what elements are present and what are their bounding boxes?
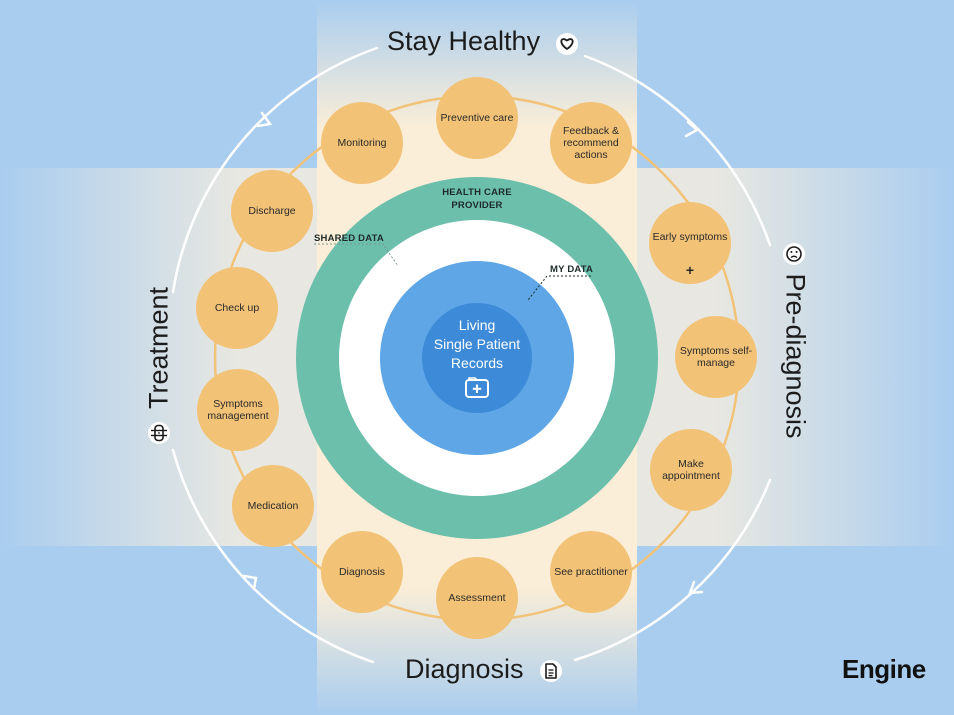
- step-label: Monitoring: [337, 137, 387, 149]
- my-data-label: MY DATA: [550, 264, 594, 275]
- step-label: Medication: [247, 500, 299, 512]
- brand-logo: Engine: [842, 654, 926, 684]
- step-label: Feedback & recommend actions: [562, 125, 620, 161]
- patient-records-core: [422, 303, 532, 413]
- step-node-1: [550, 102, 632, 184]
- step-label: Symptoms management: [207, 398, 269, 422]
- step-node-4: [650, 429, 732, 511]
- cycle-arrows: [171, 46, 772, 664]
- document-icon: [540, 660, 562, 682]
- step-node-7: [321, 531, 403, 613]
- step-label: Early symptoms: [652, 231, 728, 243]
- center-line-2: Single Patient: [433, 336, 521, 352]
- step-node-11: [231, 170, 313, 252]
- my-data-pointer: [527, 275, 591, 301]
- health-care-provider-text: HEALTH CARE PROVIDER: [442, 187, 512, 211]
- shared-data-label: SHARED DATA: [314, 233, 384, 244]
- step-node-8: [232, 465, 314, 547]
- bandage-icon: [148, 422, 170, 444]
- center-records-text: Living Single Patient Records: [427, 316, 527, 373]
- step-label: Assessment: [448, 592, 506, 604]
- step-node-2: [649, 202, 731, 284]
- medical-folder-icon: [465, 377, 489, 398]
- step-node-0: [436, 77, 518, 159]
- step-label: Symptoms self-manage: [679, 345, 753, 369]
- phase-title-stay-healthy: Stay Healthy: [387, 26, 541, 56]
- face-icon: [783, 243, 805, 265]
- phase-title-treatment: Treatment: [143, 286, 174, 410]
- step-label: Discharge: [248, 205, 296, 217]
- step-label: Diagnosis: [338, 566, 386, 578]
- step-label: Check up: [214, 302, 260, 314]
- step-node-12: [321, 102, 403, 184]
- heart-icon: [556, 33, 578, 55]
- step-node-9: [197, 369, 279, 451]
- center-line-1: Living: [458, 317, 496, 333]
- health-care-provider-label: HEALTH CARE PROVIDER: [437, 186, 517, 212]
- shared-data-pointer: [314, 243, 399, 267]
- step-label: See practitioner: [554, 566, 628, 578]
- step-label: Make appointment: [662, 458, 720, 482]
- plus-icon: +: [685, 262, 695, 278]
- step-label: Preventive care: [440, 112, 514, 124]
- step-nodes: [196, 77, 757, 639]
- step-node-5: [550, 531, 632, 613]
- phase-title-pre-diagnosis: Pre-diagnosis: [780, 273, 811, 439]
- step-node-3: [675, 316, 757, 398]
- step-node-6: [436, 557, 518, 639]
- phase-title-diagnosis: Diagnosis: [405, 654, 524, 684]
- step-node-10: [196, 267, 278, 349]
- center-line-3: Records: [450, 355, 504, 371]
